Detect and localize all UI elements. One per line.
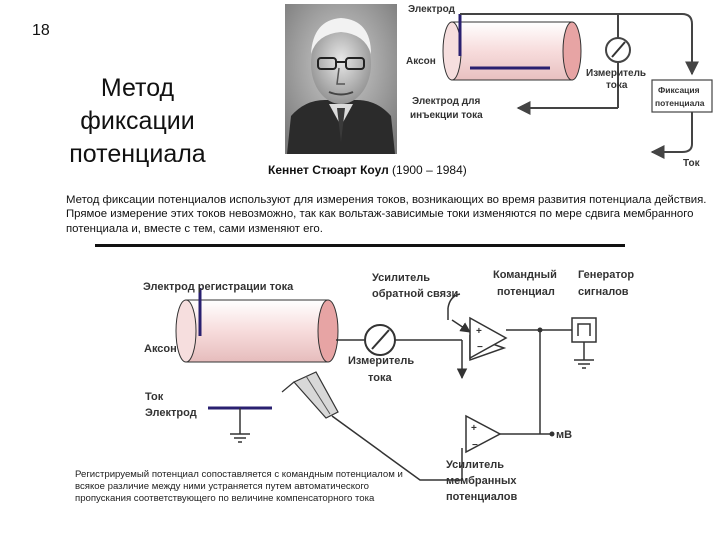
label-axon: Аксон: [144, 343, 177, 355]
svg-text:+: +: [476, 326, 482, 337]
svg-text:−: −: [472, 440, 478, 451]
top-current-meter-icon: [605, 37, 631, 63]
label-feedback-1: Усилитель: [372, 272, 430, 284]
generator-ground-icon: [574, 359, 594, 369]
bottom-current-meter-icon: [364, 324, 396, 356]
scientist-years: (1900 – 1984): [388, 163, 467, 177]
caption-note: Регистрируемый потенциал сопоставляется …: [75, 469, 403, 505]
top-label-meter-2: тока: [606, 80, 628, 91]
bottom-axon: [175, 299, 339, 363]
top-label-meter-1: Измеритель: [586, 68, 646, 79]
top-clamp-box: [651, 79, 713, 113]
ground-icon: [230, 433, 250, 443]
svg-text:−: −: [477, 342, 483, 353]
label-current-2: Электрод: [145, 407, 197, 419]
signal-generator-icon: [571, 317, 597, 343]
portrait-photo: [285, 4, 397, 154]
label-feedback-2: обратной связи: [372, 288, 458, 300]
label-generator-2: сигналов: [578, 286, 629, 298]
title-line-2: фиксации: [80, 107, 195, 135]
divider-line: [95, 244, 625, 247]
top-label-injection-1: Электрод для: [412, 96, 480, 107]
description-paragraph: Метод фиксации потенциалов используют дл…: [66, 194, 707, 235]
label-recording-electrode: Электрод регистрации тока: [143, 281, 294, 293]
top-label-clamp-2: потенциала: [655, 98, 705, 108]
top-label-axon: Аксон: [406, 56, 436, 67]
label-meter-2: тока: [368, 372, 392, 384]
membrane-amplifier-icon: + −: [465, 414, 502, 454]
top-label-current: Ток: [683, 158, 701, 169]
title-line-1: Метод: [100, 74, 175, 102]
slide-title: Метод фиксации потенциала: [50, 72, 225, 171]
scientist-name: Кеннет Стюарт Коул: [268, 163, 389, 177]
top-label-electrode: Электрод: [408, 4, 456, 15]
label-current-1: Ток: [145, 391, 164, 403]
slide-number: 18: [32, 22, 50, 39]
portrait-caption: Кеннет Стюарт Коул (1900 – 1984): [268, 163, 467, 177]
top-axon: [442, 21, 582, 81]
label-membrane-2: мембранных: [446, 475, 517, 487]
label-membrane-3: потенциалов: [446, 491, 517, 503]
label-meter-1: Измеритель: [348, 355, 414, 367]
label-command-1: Командный: [493, 269, 557, 281]
top-voltage-clamp-diagram: Электрод Аксон Измеритель тока Фиксация …: [406, 4, 713, 169]
label-membrane-1: Усилитель: [446, 459, 504, 471]
bottom-voltage-clamp-diagram: + − + − Электрод регистрации тока Усилит…: [143, 269, 634, 503]
svg-text:+: +: [471, 423, 477, 434]
title-line-3: потенциала: [69, 140, 206, 168]
label-command-2: потенциал: [497, 286, 555, 298]
top-label-clamp-1: Фиксация: [658, 85, 700, 95]
label-generator-1: Генератор: [578, 269, 634, 281]
feedback-amplifier-icon: + −: [469, 316, 508, 362]
recording-probe-icon: [281, 371, 339, 419]
top-label-injection-2: инъекции тока: [410, 110, 483, 121]
label-mv: мВ: [556, 429, 572, 441]
